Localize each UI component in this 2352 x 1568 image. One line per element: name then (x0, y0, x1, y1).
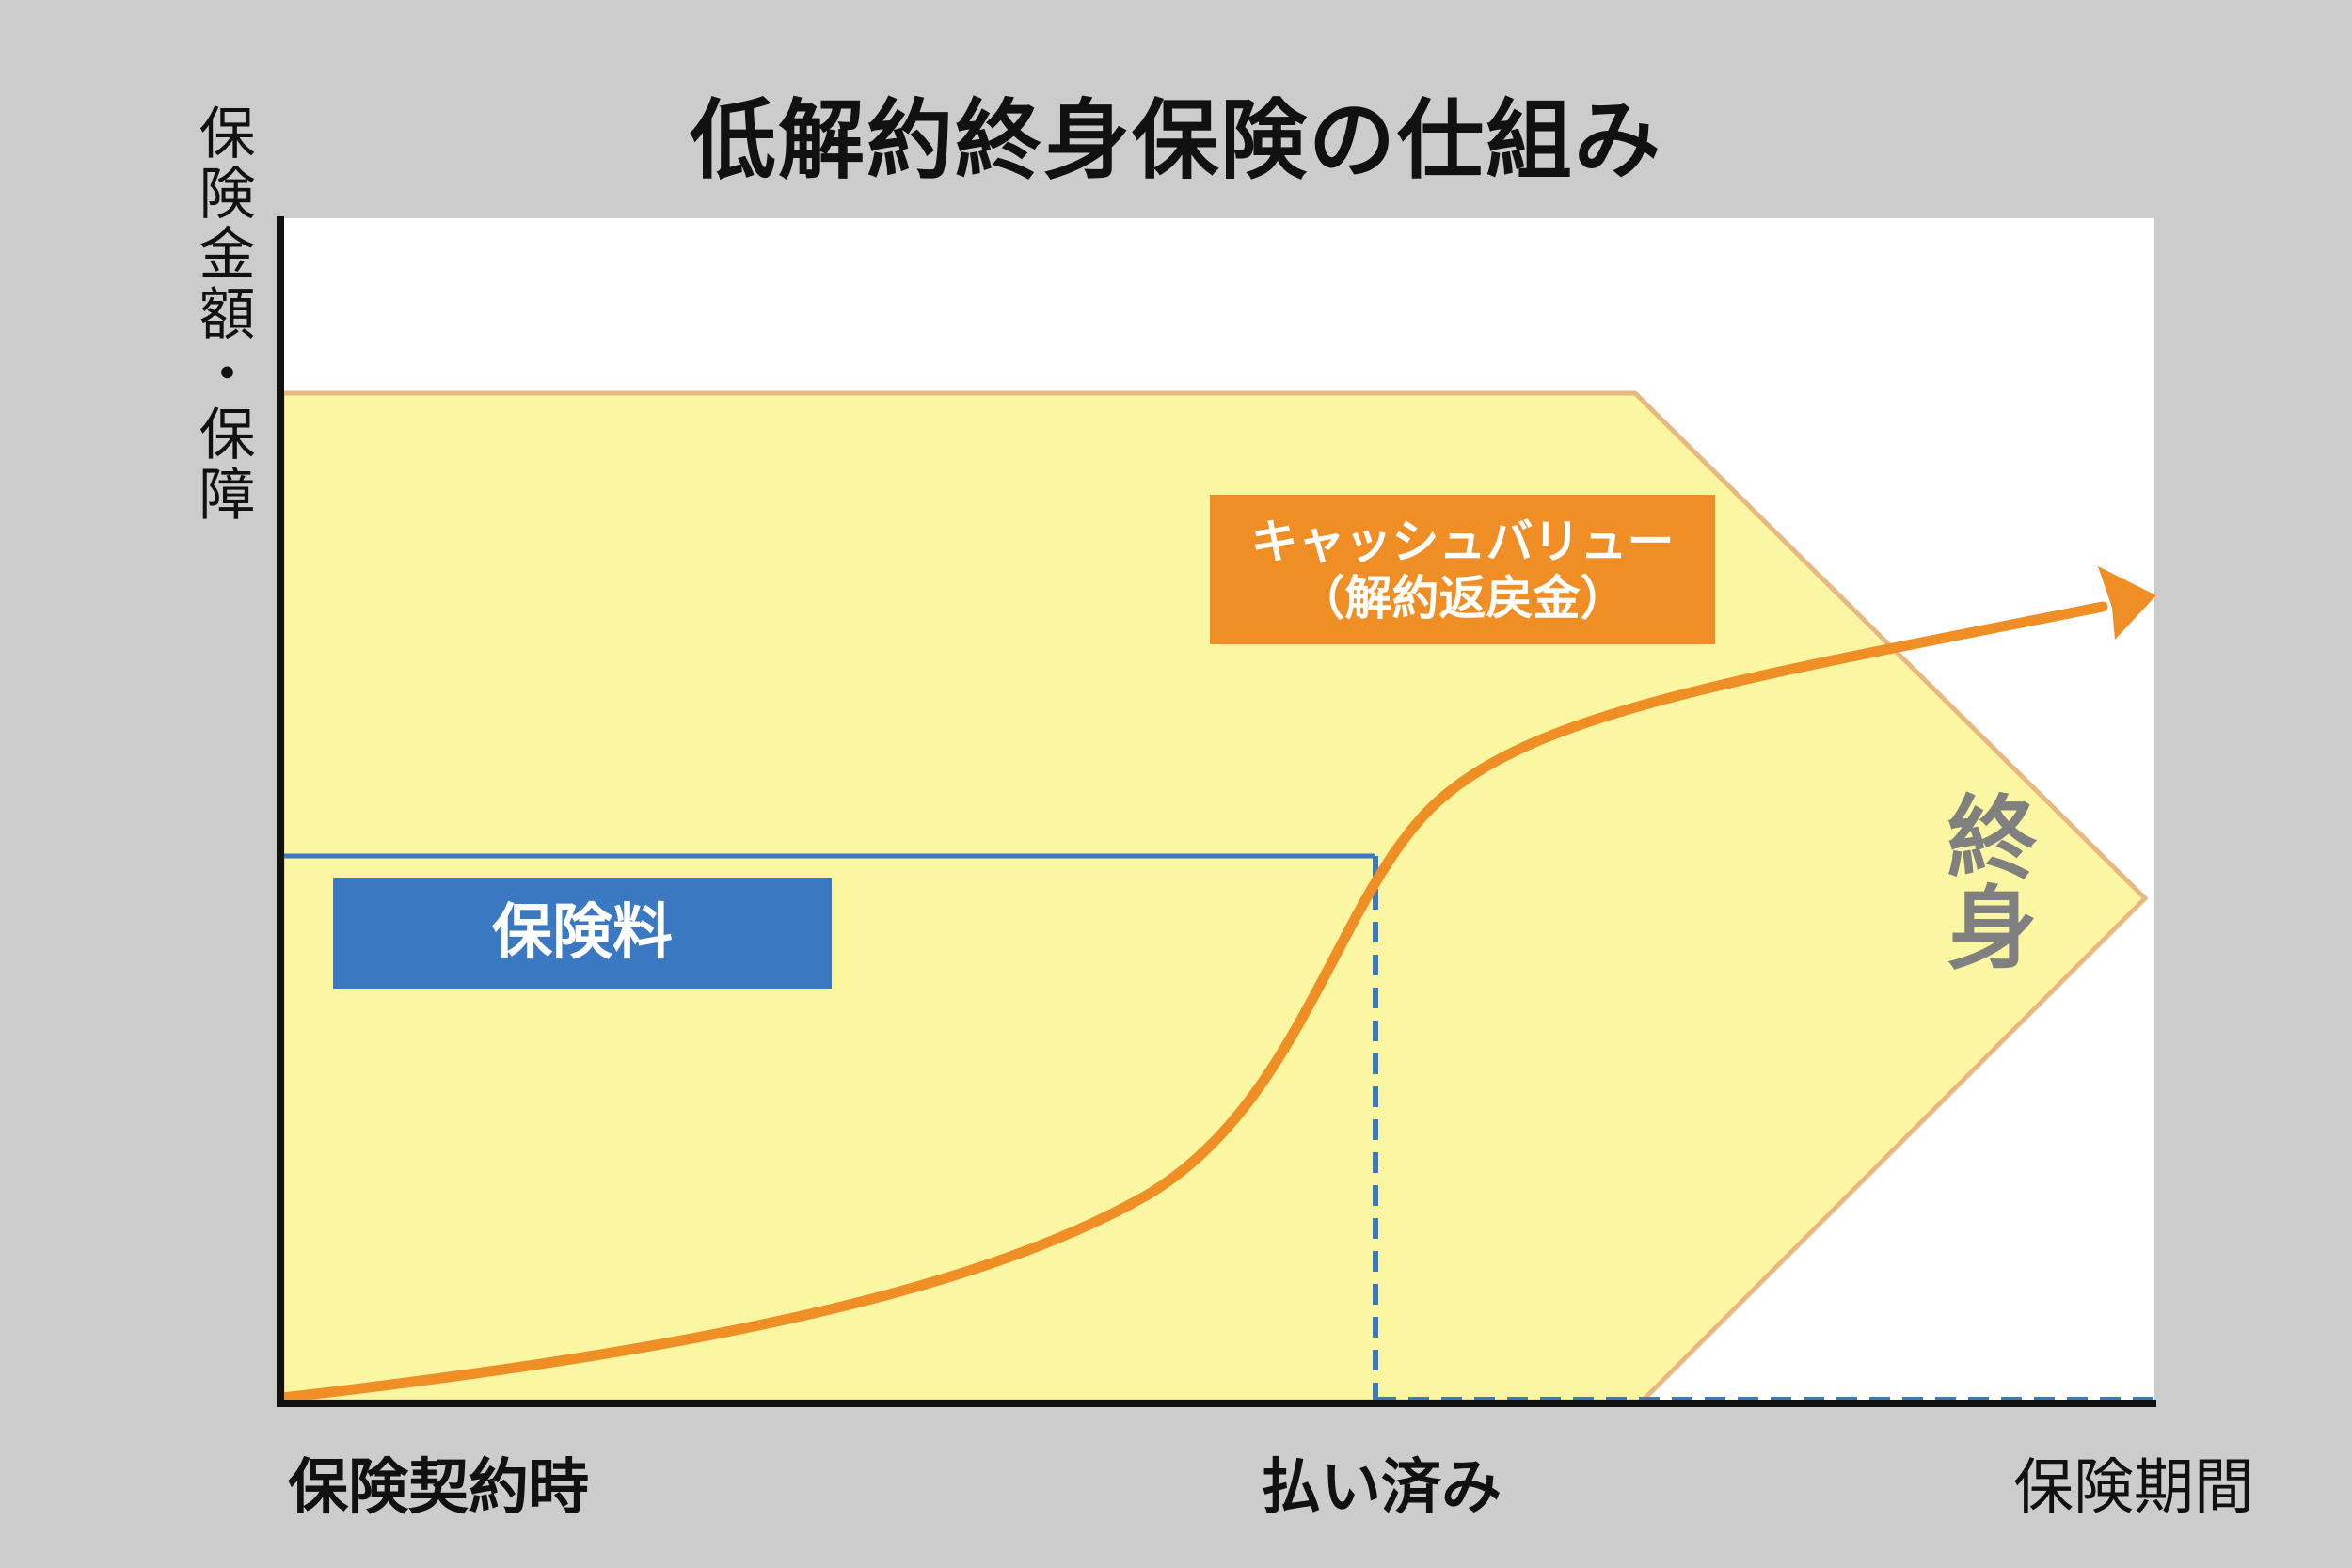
cash-value-curve (277, 601, 2108, 1403)
surrender-value-label: （解約返戻金） (1297, 570, 1628, 626)
x-label-paid-up: 払い済み (1261, 1453, 1502, 1523)
x-label-contract: 保険契約時 (288, 1453, 589, 1523)
x-label-period: 保険期間 (2013, 1453, 2254, 1523)
diagram-title: 低解約終身保険の仕組み (689, 90, 1662, 191)
premium-label-box: 保険料 (333, 878, 832, 989)
cash-value-label-box: キャッシュバリュー （解約返戻金） (1210, 495, 1715, 644)
premium-label: 保険料 (492, 897, 673, 968)
lifetime-label: 終身 (1931, 790, 2037, 971)
cash-value-arrowhead (2098, 566, 2156, 640)
cash-value-label: キャッシュバリュー (1250, 514, 1675, 569)
y-axis-label: 保険金額・保障 (189, 103, 255, 525)
